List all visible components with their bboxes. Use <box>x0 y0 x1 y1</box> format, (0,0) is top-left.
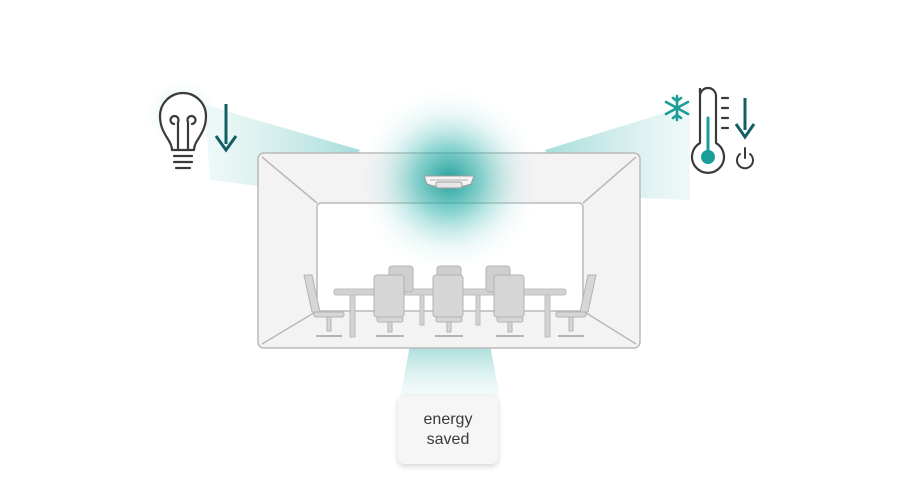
lightbulb-icon <box>158 91 208 170</box>
ceiling-sensor-icon <box>423 175 475 189</box>
arrow-down-icon <box>214 104 238 153</box>
power-icon <box>736 147 754 170</box>
beam-to-energy-label <box>400 345 500 398</box>
energy-saved-label: energy saved <box>398 396 498 464</box>
snowflake-icon <box>664 94 690 122</box>
office-chair-icon <box>373 274 525 337</box>
arrow-down-icon <box>734 98 756 140</box>
office-chair-icon <box>303 274 597 337</box>
thermostat-icon <box>690 86 730 174</box>
